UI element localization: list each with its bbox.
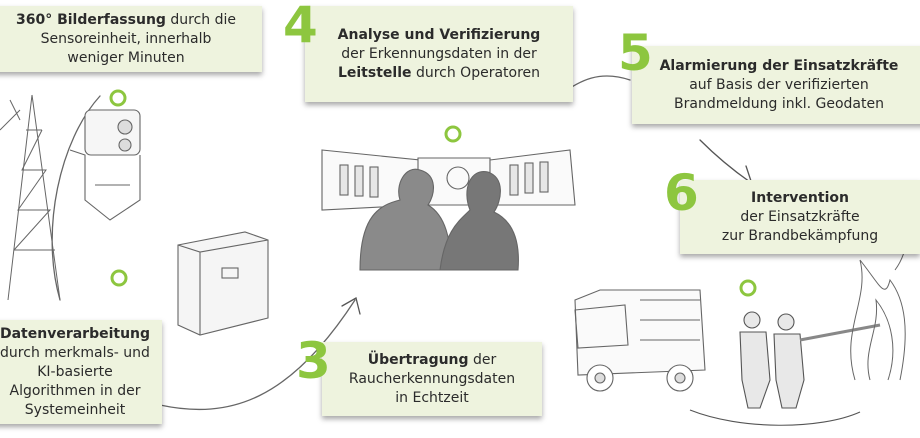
- fire-truck-sketch: [574, 289, 706, 392]
- step-3-text-3: in Echtzeit: [395, 389, 469, 406]
- step-6-text-2: der Einsatzkräfte: [740, 208, 860, 225]
- step-1-text-3: weniger Minuten: [67, 49, 185, 66]
- step-6-text-3: zur Brandbekämpfung: [721, 227, 879, 244]
- step-4-text-3-bold: Leitstelle: [337, 64, 412, 81]
- step-4-title: Analyse und Verifizierung: [337, 26, 541, 43]
- control-room-operators-sketch: [321, 149, 576, 271]
- system-cabinet-sketch: [177, 231, 269, 336]
- step-3-box: Übertragung der Raucherkennungsdaten in …: [322, 342, 542, 416]
- camera-sensor-sketch: [69, 109, 141, 221]
- step-3-title: Übertragung: [367, 351, 469, 368]
- step-6-box: Intervention der Einsatzkräfte zur Brand…: [680, 180, 920, 254]
- step-1-text-2: Sensoreinheit, innerhalb: [40, 30, 212, 47]
- step-6-number: 6: [664, 164, 699, 222]
- step-5-text-2: auf Basis der verifizierten: [689, 76, 869, 93]
- step-2-text-4: Algorithmen in der: [9, 382, 141, 399]
- step-3-text-2: Raucherkennungsdaten: [348, 370, 516, 387]
- arrow-2-to-3: [159, 299, 356, 411]
- step-3-text-1: der: [468, 351, 497, 368]
- arrow-5-to-6: [699, 139, 751, 183]
- connector-dot-1: [109, 89, 127, 107]
- step-2-text-3: KI-basierte: [37, 363, 113, 380]
- step-1-box: 360° Bilderfassung durch die Sensoreinhe…: [0, 6, 262, 72]
- firefighters-sketch: [689, 311, 881, 426]
- step-5-text-3: Brandmeldung inkl. Geodaten: [674, 95, 884, 112]
- step-3-number: 3: [296, 332, 331, 390]
- tower-sketch: [0, 94, 61, 301]
- step-5-title: Alarmierung der Einsatzkräfte: [659, 57, 899, 74]
- step-4-number: 4: [283, 0, 318, 54]
- step-2-text-5: Systemeinheit: [24, 401, 126, 418]
- connector-dot-2: [110, 269, 128, 287]
- step-2-title: Datenverarbeitung: [0, 325, 151, 342]
- step-4-box: Analyse und Verifizierung der Erkennungs…: [305, 6, 573, 102]
- arrow-2-to-3-head: [341, 297, 361, 315]
- step-5-number: 5: [618, 24, 653, 82]
- step-1-text-1: durch die: [165, 11, 237, 28]
- step-2-box: Datenverarbeitung durch merkmals- und KI…: [0, 320, 162, 424]
- step-4-text-3: durch Operatoren: [411, 64, 541, 81]
- step-6-title: Intervention: [751, 189, 849, 206]
- connector-dot-6: [739, 279, 757, 297]
- step-4-text-2: der Erkennungsdaten in der: [341, 45, 537, 62]
- step-1-title: 360° Bilderfassung: [15, 11, 166, 28]
- step-2-text-2: durch merkmals- und: [0, 344, 150, 361]
- step-5-box: Alarmierung der Einsatzkräfte auf Basis …: [632, 46, 920, 124]
- connector-dot-4: [444, 125, 462, 143]
